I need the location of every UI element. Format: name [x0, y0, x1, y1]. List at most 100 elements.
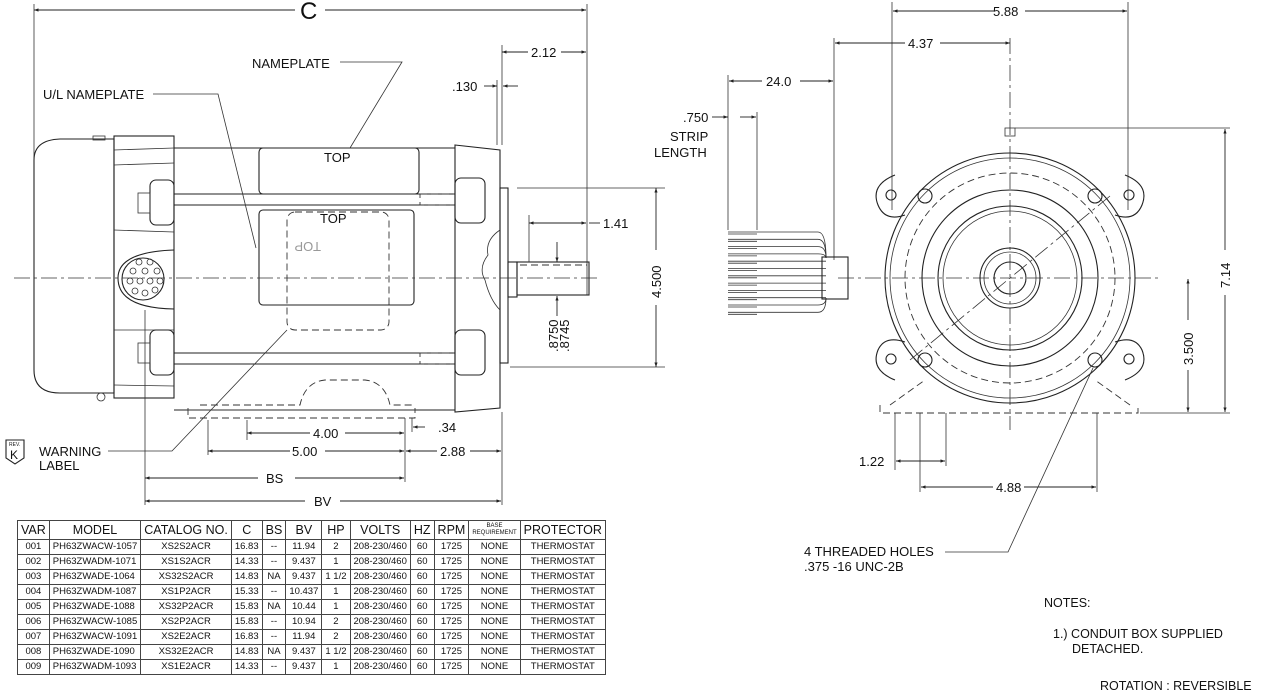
mounting-flange — [499, 187, 509, 364]
cell-protector: THERMOSTAT — [519, 644, 606, 660]
cell-c: 16.83 — [230, 629, 263, 645]
cell-var: 004 — [17, 584, 50, 600]
cell-protector: THERMOSTAT — [519, 614, 606, 630]
cell-model: PH63ZWADE-1088 — [48, 599, 142, 615]
column-header-hz: HZ — [409, 520, 435, 540]
cell-c: 14.83 — [230, 569, 263, 585]
housing-outer — [884, 152, 1136, 404]
cell-rpm: 1725 — [433, 659, 470, 675]
cell-base-requirement: NONE — [468, 629, 521, 645]
cell-catalog-no: XS32S2ACR — [140, 569, 232, 585]
pilot-inner — [942, 210, 1078, 346]
cell-bs: -- — [261, 614, 287, 630]
threaded-holes — [917, 188, 1103, 368]
cell-protector: THERMOSTAT — [519, 599, 606, 615]
dim-label-bv: BV — [314, 494, 332, 509]
cell-hz: 60 — [409, 569, 435, 585]
cell-model: PH63ZWADE-1064 — [48, 569, 142, 585]
cell-bs: -- — [261, 554, 287, 570]
dim-label-1-22: 1.22 — [859, 454, 884, 469]
cell-var: 003 — [17, 569, 50, 585]
cell-bv: 11.94 — [285, 629, 323, 645]
cell-hz: 60 — [409, 539, 435, 555]
cell-bs: NA — [261, 599, 287, 615]
dim-label-4-37: 4.37 — [908, 36, 933, 51]
cell-volts: 208-230/460 — [349, 584, 411, 600]
cell-hp: 2 — [321, 629, 351, 645]
cell-hz: 60 — [409, 554, 435, 570]
cell-protector: THERMOSTAT — [519, 569, 606, 585]
cell-volts: 208-230/460 — [349, 659, 411, 675]
callout-threaded-holes-2: .375 -16 UNC-2B — [804, 559, 904, 574]
end-view-base — [879, 379, 1139, 414]
cell-bs: -- — [261, 539, 287, 555]
diagonal-centerline — [909, 195, 1111, 361]
rotation-note: ROTATION : REVERSIBLE — [1100, 679, 1252, 693]
ul-nameplate — [258, 209, 415, 306]
cell-var: 009 — [17, 659, 50, 675]
cell-catalog-no: XS32E2ACR — [140, 644, 232, 660]
strip-label-1: STRIP — [670, 129, 708, 144]
fin-line — [113, 229, 175, 233]
dim-label-bs: BS — [266, 471, 284, 486]
leader-nameplate — [340, 61, 403, 149]
dim-label-4-00: 4.00 — [313, 426, 338, 441]
column-header-volts: VOLTS — [349, 520, 411, 540]
endshield-rim — [921, 189, 1099, 367]
cell-rpm: 1725 — [433, 539, 470, 555]
dim-label-4-500: 4.500 — [649, 265, 664, 298]
conduit-opening — [117, 249, 175, 310]
cell-volts: 208-230/460 — [349, 599, 411, 615]
cell-protector: THERMOSTAT — [519, 584, 606, 600]
cell-catalog-no: XS1E2ACR — [140, 659, 232, 675]
dim-label-24: 24.0 — [766, 74, 791, 89]
cell-volts: 208-230/460 — [349, 539, 411, 555]
notes-title: NOTES: — [1044, 596, 1091, 610]
fin-line — [113, 162, 175, 166]
cell-var: 005 — [17, 599, 50, 615]
cell-bv: 9.437 — [285, 644, 323, 660]
cell-var: 001 — [17, 539, 50, 555]
cell-base-requirement: NONE — [468, 554, 521, 570]
cell-bs: -- — [261, 584, 287, 600]
mounting-base — [187, 379, 416, 419]
cell-c: 14.83 — [230, 644, 263, 660]
dim-label-7-14: 7.14 — [1218, 263, 1233, 288]
cell-c: 15.33 — [230, 584, 263, 600]
cell-rpm: 1725 — [433, 629, 470, 645]
bearing-hub-inner — [983, 251, 1037, 305]
lead-wire — [728, 297, 827, 313]
cell-bv: 9.437 — [285, 659, 323, 675]
cell-catalog-no: XS2S2ACR — [140, 539, 232, 555]
cell-hp: 1 — [321, 584, 351, 600]
cell-protector: THERMOSTAT — [519, 629, 606, 645]
end-view: 5.88 4.37 24.0 .750 STRIP LENGTH — [654, 2, 1233, 574]
cell-hp: 2 — [321, 614, 351, 630]
dim-label-5-88: 5.88 — [993, 4, 1018, 19]
bearing-hub-outer — [979, 247, 1041, 309]
cell-c: 14.33 — [230, 659, 263, 675]
side-view: C — [5, 0, 665, 509]
cell-bs: -- — [261, 629, 287, 645]
drain-plug — [96, 392, 106, 402]
cell-var: 006 — [17, 614, 50, 630]
front-endshield — [454, 144, 501, 413]
cell-base-requirement: NONE — [468, 614, 521, 630]
cell-hz: 60 — [409, 644, 435, 660]
cell-hz: 60 — [409, 599, 435, 615]
pilot-outer — [937, 205, 1083, 351]
cell-base-requirement: NONE — [468, 659, 521, 675]
warning-label-top-mirrored: TOP — [295, 239, 322, 254]
conduit-knockout — [121, 257, 165, 301]
through-bolt-lower — [137, 329, 486, 376]
cell-c: 15.83 — [230, 614, 263, 630]
cell-protector: THERMOSTAT — [519, 554, 606, 570]
cell-var: 002 — [17, 554, 50, 570]
cell-hz: 60 — [409, 629, 435, 645]
